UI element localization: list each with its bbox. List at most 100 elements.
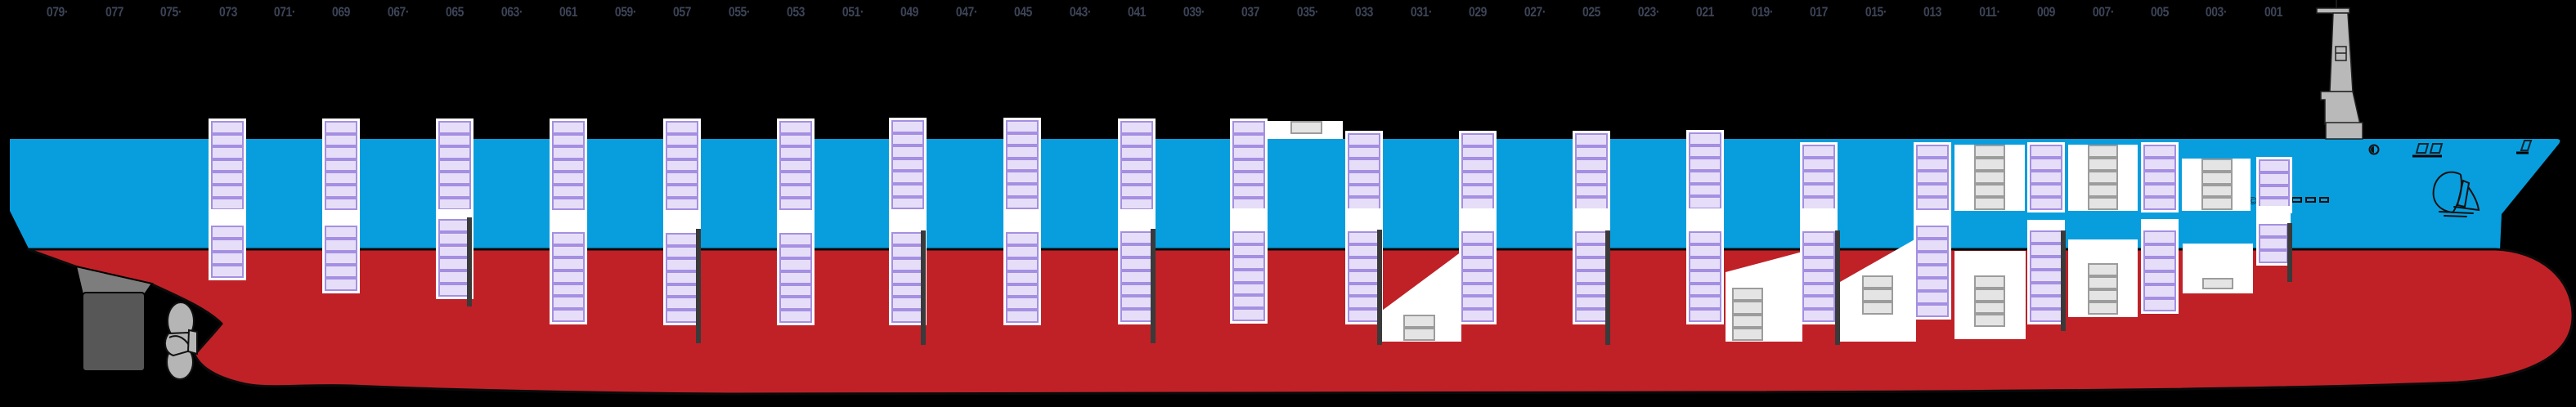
container-cell [779, 245, 812, 259]
container-cell [325, 197, 357, 211]
gray-container-cell [2088, 145, 2118, 158]
bay-label: 013 [1923, 4, 1942, 20]
container-cell [891, 171, 924, 184]
rudder [74, 265, 154, 372]
container-cell [1916, 171, 1949, 184]
container-cell [1232, 308, 1265, 321]
container-cell [1120, 121, 1153, 134]
container-cell [891, 297, 924, 311]
bay-label: 023· [1637, 4, 1660, 20]
container-cell [438, 159, 471, 172]
container-cell [1461, 296, 1494, 310]
container-cell [1575, 172, 1608, 185]
gray-container-column [2201, 159, 2233, 211]
container-cell [1348, 244, 1380, 257]
container-cell [1802, 145, 1835, 158]
bay-label: 037 [1241, 4, 1260, 20]
container-cell [211, 159, 244, 172]
bay-label: 071· [273, 4, 296, 20]
container-cell [552, 133, 585, 147]
hold-bulkhead [2061, 230, 2066, 331]
container-cell [1802, 270, 1835, 284]
container-cell [1461, 244, 1494, 257]
funnel [1290, 121, 1322, 134]
bay-073-hold-stack [209, 209, 246, 280]
bay-label: 039· [1183, 4, 1205, 20]
hold-bulkhead [921, 230, 926, 345]
container-cell [1006, 158, 1039, 172]
container-cell [1120, 184, 1153, 198]
container-cell [211, 226, 244, 239]
bay-005-hold-stack [2141, 219, 2179, 314]
bay-label: 003· [2205, 4, 2228, 20]
bay-021-deck-stack [1686, 130, 1724, 212]
container-cell [1575, 244, 1608, 257]
container-cell [1916, 158, 1949, 171]
container-cell [2143, 197, 2176, 210]
container-cell [2030, 244, 2062, 257]
bay-label: 019· [1751, 4, 1774, 20]
hold-bulkhead [2287, 223, 2292, 282]
container-cell [211, 146, 244, 159]
container-cell [1232, 257, 1265, 271]
container-cell [1120, 159, 1153, 172]
gray-container-cell [1974, 171, 2005, 184]
container-cell [1802, 309, 1835, 323]
container-cell [779, 197, 812, 211]
bay-049-deck-stack [889, 118, 927, 212]
gray-container-cell [1732, 288, 1763, 302]
container-cell [891, 158, 924, 172]
container-cell [2030, 296, 2062, 309]
bay-049-hold-stack [889, 211, 927, 326]
gray-container-cell [1974, 184, 2005, 197]
container-cell [666, 133, 698, 147]
container-cell [1006, 232, 1039, 245]
anchor-icon [2432, 171, 2480, 217]
container-cell [891, 196, 924, 210]
bay-041-deck-stack [1118, 119, 1156, 213]
container-cell [1232, 121, 1265, 134]
hold-bulkhead [696, 229, 701, 343]
container-cell [1232, 270, 1265, 283]
container-cell [666, 159, 698, 172]
container-cell [1689, 309, 1721, 323]
bay-label: 015· [1865, 4, 1887, 20]
container-cell [2259, 185, 2290, 199]
container-cell [1916, 291, 1949, 304]
container-cell [1348, 159, 1380, 172]
container-cell [1916, 197, 1949, 210]
gray-container-cell [1974, 158, 2005, 171]
bay-037-deck-stack [1230, 119, 1268, 213]
container-cell [2259, 250, 2288, 263]
container-cell [891, 284, 924, 297]
bay-label: 079· [46, 4, 69, 20]
container-cell [211, 121, 244, 134]
container-cell [666, 146, 698, 159]
hold-bulkhead [1605, 230, 1610, 345]
gray-container-cell [1732, 314, 1763, 328]
bay-label: 051· [841, 4, 864, 20]
container-cell [1348, 133, 1380, 146]
bay-045-hold-stack [1003, 211, 1041, 326]
container-cell [438, 172, 471, 185]
container-cell [666, 258, 698, 272]
gray-container-cell [2088, 171, 2118, 184]
container-cell [1232, 146, 1265, 159]
container-cell [438, 197, 471, 211]
container-cell [779, 271, 812, 284]
container-cell [779, 159, 812, 172]
bay-label: 025 [1582, 4, 1601, 20]
gray-container-column [1403, 315, 1435, 341]
bay-label: 063· [500, 4, 523, 20]
bay-057-hold-stack [663, 212, 701, 325]
container-cell [1575, 133, 1608, 146]
container-cell [1916, 239, 1949, 252]
bay-label: 001 [2264, 4, 2283, 20]
container-cell [1916, 278, 1949, 291]
container-cell [1006, 183, 1039, 197]
container-cell [1348, 257, 1380, 271]
container-cell [1802, 158, 1835, 171]
container-cell [552, 146, 585, 159]
container-cell [438, 231, 471, 245]
container-cell [2030, 184, 2062, 197]
